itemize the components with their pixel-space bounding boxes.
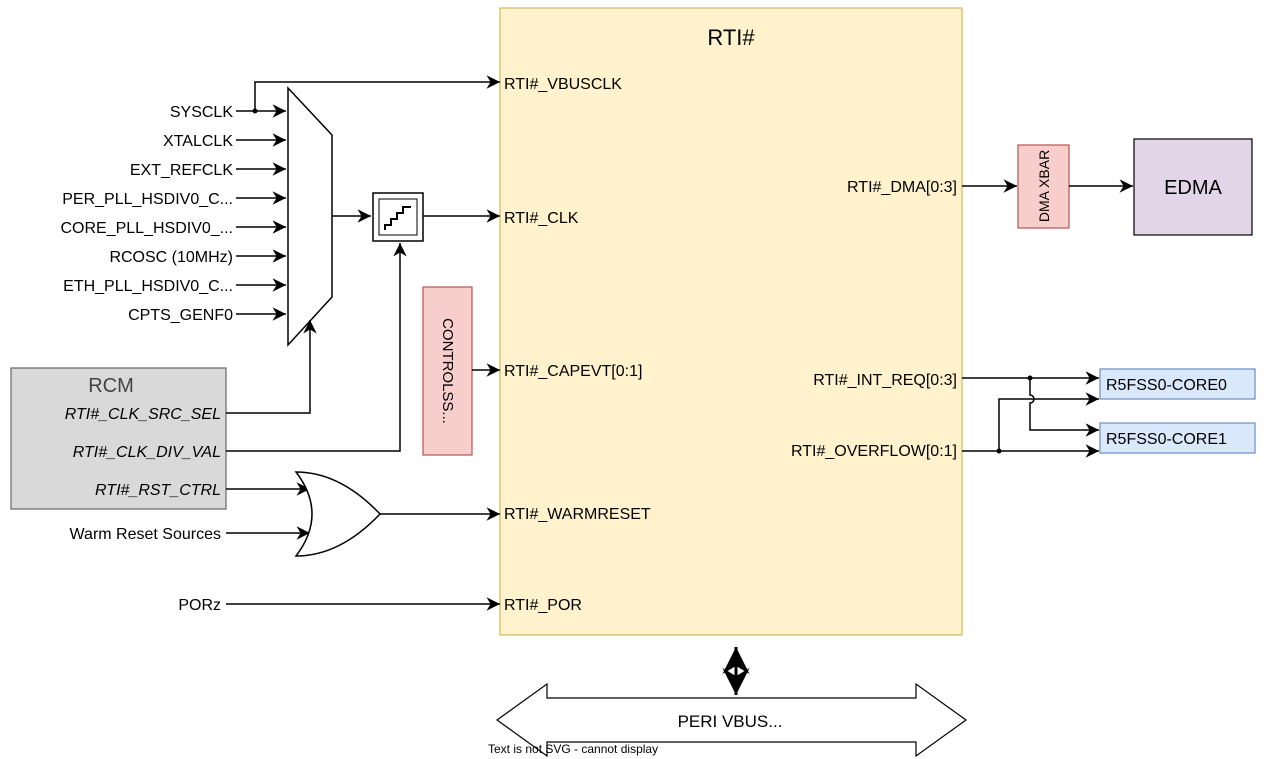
interrupt-wires <box>962 371 1099 458</box>
port-overflow: RTI#_OVERFLOW[0:1] <box>791 443 957 460</box>
clock-source-label: SYSCLK <box>170 104 233 121</box>
rti-title: RTI# <box>707 25 755 50</box>
junction-dot <box>996 448 1002 454</box>
peri-vbus-arrow: PERI VBUS... <box>495 682 968 758</box>
core1-label: R5FSS0-CORE1 <box>1106 431 1227 448</box>
clock-source-label: XTALCLK <box>163 133 233 150</box>
clock-mux <box>287 86 333 347</box>
port-warmreset: RTI#_WARMRESET <box>504 506 651 523</box>
staircase-icon <box>384 206 411 230</box>
edma-label: EDMA <box>1164 177 1222 199</box>
rti-block: RTI# <box>499 7 963 636</box>
clock-source-label: ETH_PLL_HSDIV0_C... <box>63 278 233 295</box>
port-int-req: RTI#_INT_REQ[0:3] <box>813 372 957 389</box>
junction-dot <box>252 108 258 114</box>
core0-label: R5FSS0-CORE0 <box>1106 377 1227 394</box>
clock-source-label: PER_PLL_HSDIV0_C... <box>62 191 233 208</box>
rcm-signal: RTI#_CLK_SRC_SEL <box>65 406 221 423</box>
clock-source-label: RCOSC (10MHz) <box>109 249 233 266</box>
port-por: RTI#_POR <box>504 597 582 614</box>
clock-source-label: EXT_REFCLK <box>130 162 233 179</box>
edma-block: EDMA <box>1133 138 1253 236</box>
render-warning-text: Text is not SVG - cannot display <box>488 742 658 756</box>
core1-block: R5FSS0-CORE1 <box>1099 422 1256 454</box>
rcm-title: RCM <box>88 375 134 397</box>
peri-vbus-label: PERI VBUS... <box>678 712 783 731</box>
junction-dot <box>1027 375 1033 381</box>
warm-reset-sources-label: Warm Reset Sources <box>70 526 221 543</box>
clock-source-label: CPTS_GENF0 <box>128 307 233 324</box>
or-gate <box>294 471 382 557</box>
core0-block: R5FSS0-CORE0 <box>1099 368 1256 400</box>
rcm-signal: RTI#_RST_CTRL <box>95 482 221 499</box>
clock-source-label: CORE_PLL_HSDIV0_... <box>60 220 233 237</box>
port-capevt: RTI#_CAPEVT[0:1] <box>504 363 642 380</box>
porz-label: PORz <box>178 597 221 614</box>
port-dma: RTI#_DMA[0:3] <box>847 179 957 196</box>
port-clk: RTI#_CLK <box>504 210 579 227</box>
dma-xbar-label: DMA XBAR <box>1036 150 1052 222</box>
controlss-label: CONTROLSS... <box>439 318 456 424</box>
rcm-signal: RTI#_CLK_DIV_VAL <box>73 444 221 461</box>
clock-source-wires <box>236 75 500 321</box>
rcm-control-wires <box>226 243 407 496</box>
clock-divider <box>372 192 424 242</box>
controlss-block: CONTROLSS... <box>422 286 473 456</box>
port-vbusclk: RTI#_VBUSCLK <box>504 76 622 93</box>
dma-xbar-block: DMA XBAR <box>1017 144 1070 229</box>
rcm-block: RCM RTI#_CLK_SRC_SEL RTI#_CLK_DIV_VAL RT… <box>10 367 227 510</box>
